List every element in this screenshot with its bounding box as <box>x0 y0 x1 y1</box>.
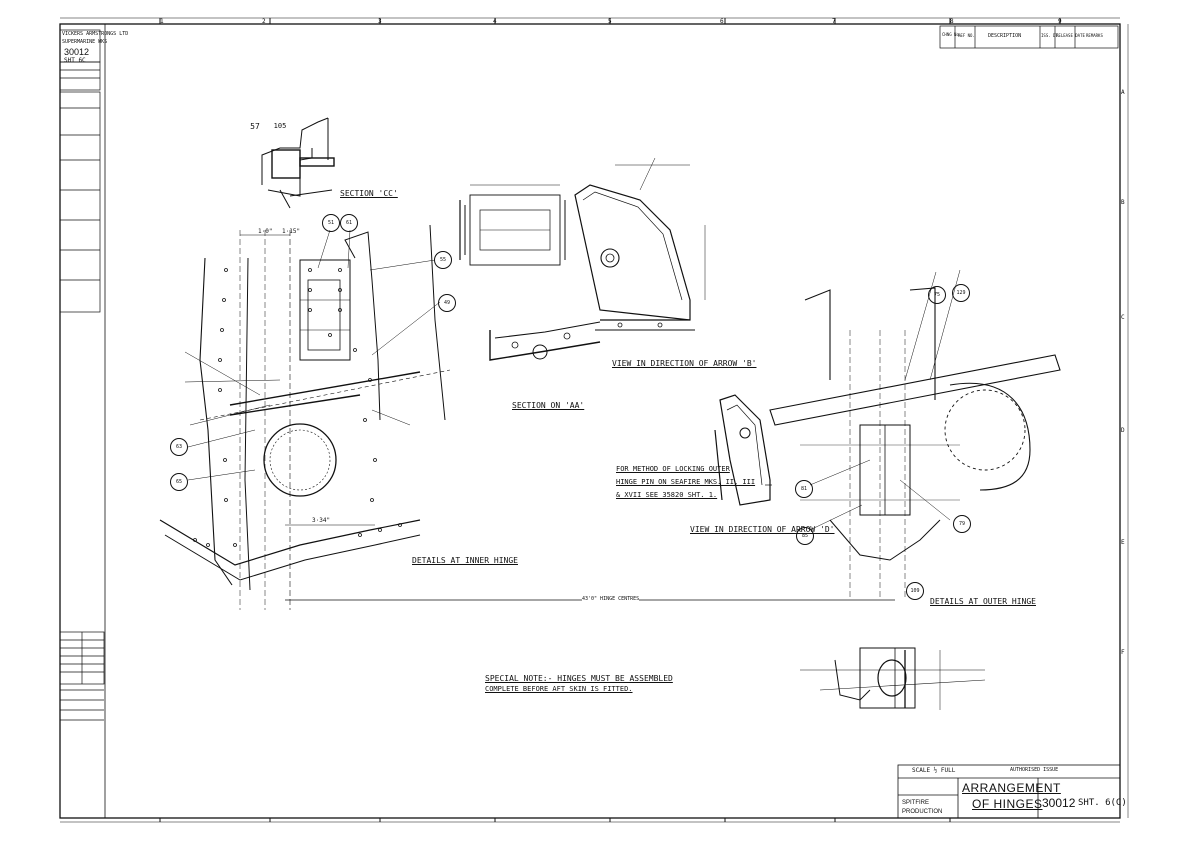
row-c: C <box>1121 314 1125 321</box>
title-block <box>897 764 1121 819</box>
view-arrow-b-title: VIEW IN DIRECTION OF ARROW 'B' <box>612 359 757 368</box>
outer-hinge-drawing <box>769 269 1061 600</box>
col-3: 3 <box>378 18 382 25</box>
dim-1-15: 1·15" <box>282 228 301 235</box>
balloon-129: 129 <box>952 284 970 302</box>
sheet-border <box>59 17 1129 823</box>
balloon-85: 85 <box>796 527 814 545</box>
col-5: 5 <box>608 18 612 25</box>
left-sheet-number: SHT 6C <box>64 57 86 64</box>
outer-hinge-title: DETAILS AT OUTER HINGE <box>930 597 1036 606</box>
rev-header-iss: ISS. DT. <box>1041 33 1061 38</box>
col-2: 2 <box>262 18 266 25</box>
row-e: E <box>1121 539 1125 546</box>
special-note-line2: COMPLETE BEFORE AFT SKIN IS FITTED. <box>485 685 633 693</box>
title-line-1: ARRANGEMENT <box>962 781 1061 795</box>
rev-header-desc: DESCRIPTION <box>988 33 1022 39</box>
balloon-57: 57 <box>250 121 260 131</box>
section-aa-drawing <box>459 184 601 361</box>
balloon-75: 75 <box>928 286 946 304</box>
balloon-81: 81 <box>795 480 813 498</box>
revision-table <box>939 25 1119 49</box>
authorised-text: AUTHORISED ISSUE <box>1010 767 1059 773</box>
scale-text: SCALE ½ FULL <box>912 767 956 774</box>
locking-note-line1: FOR METHOD OF LOCKING OUTER <box>616 465 730 473</box>
section-cc-drawing <box>261 117 335 209</box>
rev-header-release: RELEASE DATE <box>1056 33 1085 38</box>
inner-hinge-drawing <box>159 224 895 610</box>
col-1: 1 <box>160 18 164 25</box>
balloon-109: 109 <box>906 582 924 600</box>
rev-header-chng: CHNG No. <box>942 32 962 37</box>
locking-note-line3: & XVII SEE 35820 SHT. 1. <box>616 491 718 499</box>
view-arrow-d-title: VIEW IN DIRECTION OF ARROW 'D' <box>690 525 835 534</box>
view-arrow-d-drawing <box>714 394 772 506</box>
stamp-line-1: VICKERS ARMSTRONGS LTD <box>62 31 129 37</box>
small-section-drawing <box>800 647 986 710</box>
dim-1-0: 1·0" <box>258 228 273 235</box>
col-4: 4 <box>493 18 497 25</box>
hinge-centres-dim: 43'0" HINGE CENTRES <box>582 596 640 602</box>
locking-note-line2: HINGE PIN ON SEAFIRE MKS. II, III <box>616 478 756 486</box>
inner-hinge-title: DETAILS AT INNER HINGE <box>412 556 518 565</box>
special-note-line1: SPECIAL NOTE:- HINGES MUST BE ASSEMBLED <box>485 674 673 683</box>
col-6: 6 <box>720 18 724 25</box>
title-line-2: OF HINGES <box>972 797 1043 811</box>
section-cc-title: SECTION 'CC' <box>340 189 398 198</box>
view-arrow-b-drawing <box>574 157 706 331</box>
row-d: D <box>1121 427 1125 434</box>
rev-header-remarks: REMARKS <box>1086 33 1103 38</box>
row-b: B <box>1121 199 1125 206</box>
balloon-105: 105 <box>273 122 287 130</box>
drawing-number: 30012 <box>1042 796 1076 810</box>
col-9: 9 <box>1058 18 1062 25</box>
col-8: 8 <box>950 18 954 25</box>
col-7: 7 <box>832 18 836 25</box>
rev-header-ref: REF NO. <box>958 33 975 38</box>
balloon-65: 65 <box>170 473 188 491</box>
balloon-49: 49 <box>438 294 456 312</box>
alteration-strip <box>59 29 105 721</box>
balloon-61: 61 <box>340 214 358 232</box>
balloon-63: 63 <box>170 438 188 456</box>
production-text: SPITFIRE PRODUCTION <box>902 800 943 815</box>
balloon-51: 51 <box>322 214 340 232</box>
row-f: F <box>1121 649 1125 656</box>
row-a: A <box>1121 89 1125 96</box>
balloon-55: 55 <box>434 251 452 269</box>
balloon-79: 79 <box>953 515 971 533</box>
section-aa-title: SECTION ON 'AA' <box>512 401 585 410</box>
left-drawing-number: 30012 <box>64 47 90 57</box>
dim-3-34: 3·34" <box>312 517 331 524</box>
stamp-line-2: SUPERMARINE WKS <box>62 39 108 45</box>
sheet-number: SHT. 6(C) <box>1078 798 1127 808</box>
